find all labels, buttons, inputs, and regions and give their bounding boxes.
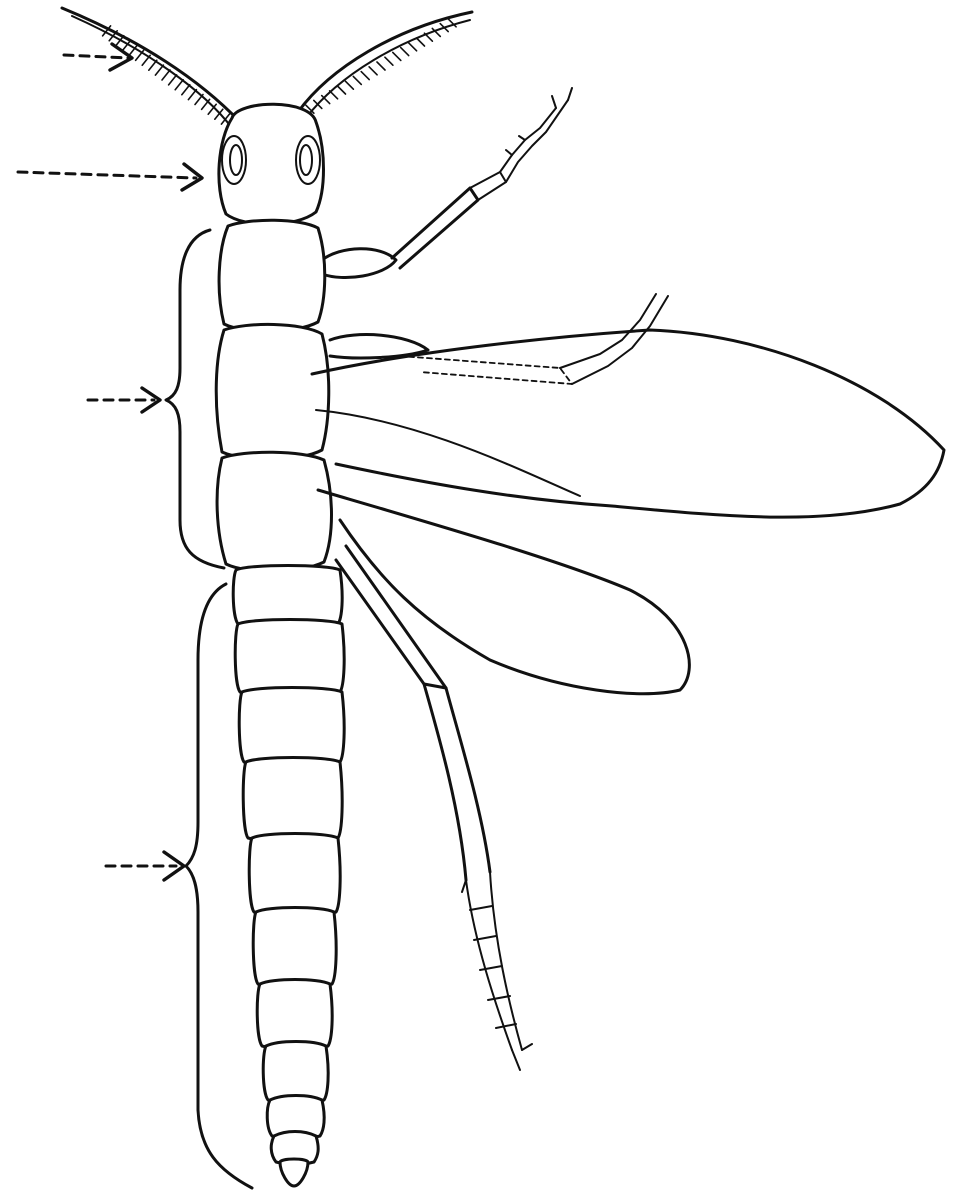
antenna-segment	[202, 99, 210, 109]
antenna-segment	[195, 95, 203, 105]
antenna-segment	[345, 81, 353, 89]
head	[219, 104, 324, 224]
abdomen-segment	[257, 980, 332, 1050]
antenna-segment	[162, 70, 170, 80]
antenna-segment	[385, 57, 393, 65]
head-pointer	[18, 164, 202, 190]
thorax	[216, 220, 331, 571]
abdomen-segment	[235, 620, 344, 696]
antenna-segment	[169, 75, 177, 85]
antenna-segment	[353, 76, 361, 84]
antenna-segment	[409, 43, 417, 51]
antenna-right	[298, 12, 472, 118]
abdomen-segment	[263, 1042, 328, 1104]
antenna-segment	[175, 80, 183, 90]
antenna-segment	[338, 86, 346, 94]
abdomen-pointer	[106, 584, 252, 1188]
abdomen	[233, 566, 344, 1187]
antenna-segment	[377, 62, 385, 70]
antenna-segment	[330, 91, 338, 99]
antenna-segment	[369, 67, 377, 75]
antenna-pointer	[64, 44, 132, 70]
antenna-segment	[142, 55, 150, 65]
antenna-left	[62, 8, 240, 128]
abdomen-segment	[280, 1159, 308, 1186]
antenna-segment	[149, 60, 157, 70]
antenna-segment	[361, 72, 369, 80]
antenna-segment	[424, 33, 432, 41]
antenna-segment	[401, 48, 409, 56]
thorax-pointer	[88, 230, 224, 568]
abdomen-segment	[233, 566, 342, 628]
middle-leg	[330, 294, 668, 384]
antenna-segment	[188, 90, 196, 100]
antenna-segment	[417, 38, 425, 46]
front-leg	[322, 88, 572, 278]
abdomen-segment	[243, 758, 342, 842]
abdomen-segment	[239, 688, 344, 766]
antenna-segment	[155, 65, 163, 75]
abdomen-segment	[253, 908, 336, 988]
abdomen-segment	[249, 834, 340, 916]
forewing	[312, 330, 944, 517]
antenna-segment	[182, 85, 190, 95]
antenna-segment	[393, 52, 401, 60]
hindwing	[318, 490, 689, 694]
